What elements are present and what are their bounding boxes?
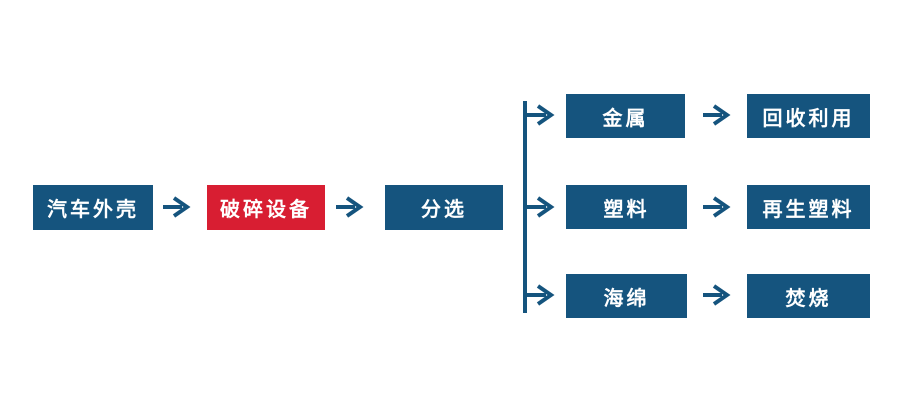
arrow-right-icon bbox=[702, 195, 732, 219]
node-recycled-plastic: 再生塑料 bbox=[747, 185, 870, 229]
arrow-right-icon bbox=[335, 195, 365, 219]
node-sorting: 分选 bbox=[385, 185, 503, 230]
node-recycling: 回收利用 bbox=[747, 94, 870, 138]
arrow-right-icon bbox=[702, 283, 732, 307]
node-car-shell: 汽车外壳 bbox=[33, 185, 153, 230]
arrow-right-icon bbox=[526, 195, 556, 219]
arrow-right-icon bbox=[526, 103, 556, 127]
arrow-right-icon bbox=[162, 195, 192, 219]
arrow-right-icon bbox=[526, 283, 556, 307]
arrow-right-icon bbox=[702, 103, 732, 127]
node-plastic: 塑料 bbox=[566, 185, 687, 229]
branch-connector-line bbox=[523, 101, 527, 313]
node-incineration: 焚烧 bbox=[747, 274, 870, 318]
node-crushing-equipment: 破碎设备 bbox=[207, 185, 325, 230]
node-metal: 金属 bbox=[566, 94, 685, 138]
node-sponge: 海绵 bbox=[566, 274, 687, 318]
